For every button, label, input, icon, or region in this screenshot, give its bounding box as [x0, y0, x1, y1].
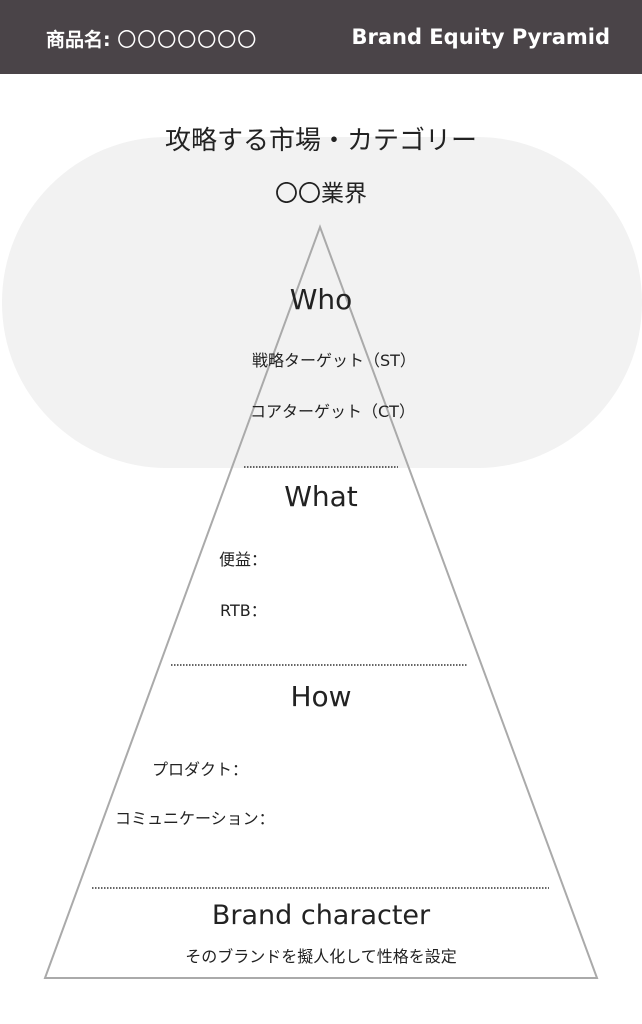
who-title: Who [289, 283, 353, 316]
market-category-area [2, 137, 642, 468]
header-bar: 商品名: 〇〇〇〇〇〇〇 Brand Equity Pyramid [0, 0, 642, 74]
pyramid-outline [43, 224, 599, 979]
product-label: 商品名: [46, 29, 111, 51]
market-title: 攻略する市場・カテゴリー [164, 126, 477, 156]
strategic-target-field[interactable]: 戦略ターゲット（ST） [252, 351, 416, 370]
market-value[interactable]: 〇〇業界 [275, 181, 367, 207]
core-target-field[interactable]: コアターゲット（CT） [250, 402, 415, 421]
product-name-field[interactable]: 商品名: 〇〇〇〇〇〇〇 [46, 25, 257, 52]
product-field[interactable]: プロダクト： [152, 760, 249, 779]
pyramid-title: Brand Equity Pyramid [351, 25, 610, 49]
brand-character-description[interactable]: そのブランドを擬人化して性格を設定 [185, 947, 457, 966]
benefit-field[interactable]: 便益： [219, 550, 268, 569]
how-title: How [290, 680, 352, 713]
rtb-field[interactable]: RTB： [220, 601, 267, 620]
brand-character-title: Brand character [211, 900, 431, 931]
communication-field[interactable]: コミュニケーション： [115, 809, 275, 828]
what-title: What [284, 480, 358, 513]
product-name: 〇〇〇〇〇〇〇 [117, 29, 258, 51]
